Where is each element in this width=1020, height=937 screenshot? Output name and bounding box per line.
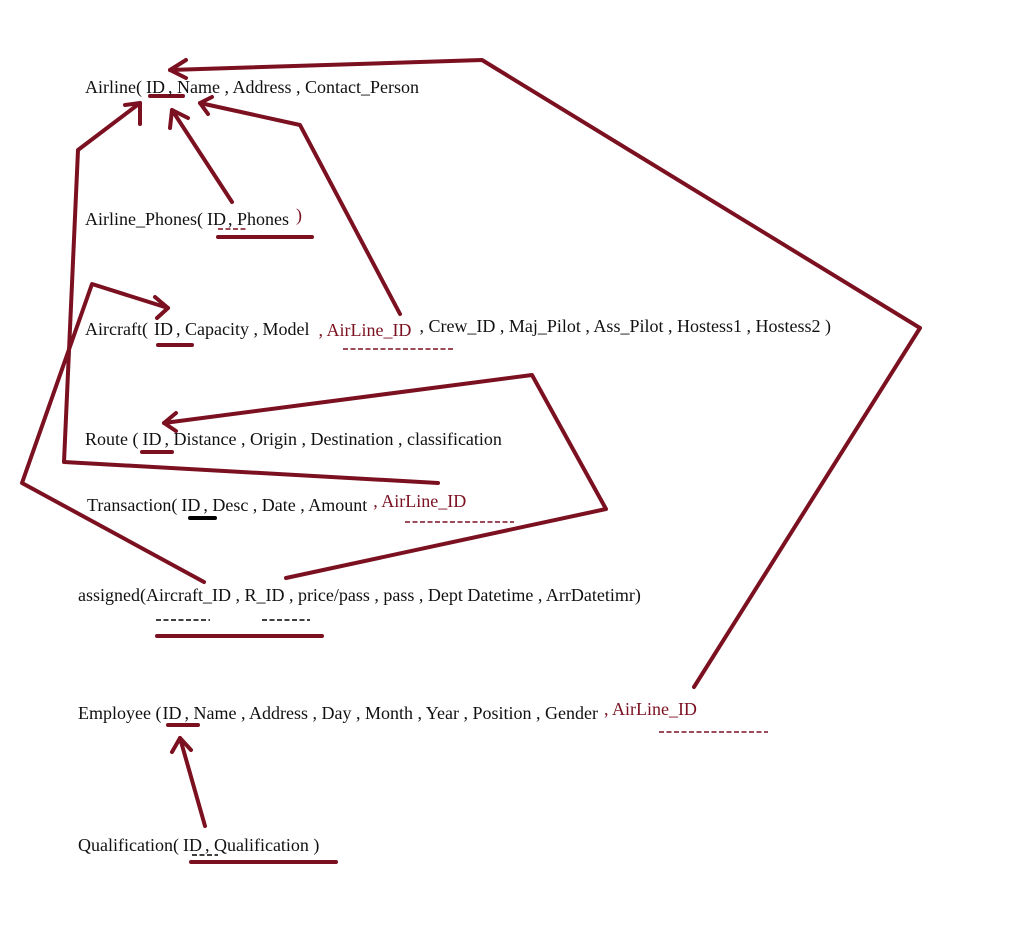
aircraft-open: Aircraft( — [85, 319, 148, 339]
route-attributes: , Distance , Origin , Destination , clas… — [164, 429, 502, 449]
airline-attributes: , Name , Address , Contact_Person — [167, 77, 419, 97]
airline-pk: ID — [145, 77, 165, 97]
relation-transaction: Transaction(ID, Desc , Date , Amount, Ai… — [87, 491, 467, 516]
relation-airline-phones: Airline_Phones(ID, Phones) — [85, 205, 302, 230]
arrowhead-qualification-to-employee — [170, 736, 193, 754]
relation-airline: Airline(ID, Name , Address , Contact_Per… — [85, 76, 419, 98]
qualification-attributes: , Qualification ) — [204, 835, 320, 855]
arrowhead-phones-to-airline — [168, 108, 190, 130]
arrow-transaction-to-airline — [62, 101, 440, 485]
arrow-employee-to-airline — [168, 58, 922, 689]
airline-open: Airline( — [85, 77, 142, 97]
employee-attributes: , Name , Address , Day , Month , Year , … — [184, 703, 598, 723]
relation-aircraft: Aircraft(ID, Capacity , Model , AirLine_I… — [85, 316, 831, 340]
relation-employee: Employee (ID, Name , Address , Day , Mon… — [78, 699, 697, 724]
relation-qualification: Qualification(ID, Qualification ) — [78, 834, 319, 856]
route-open: Route ( — [85, 429, 139, 449]
employee-fk-airline-id: , AirLine_ID — [603, 699, 697, 719]
arrowhead-aircraft-to-airline — [198, 95, 214, 116]
aircraft-pk: ID — [153, 319, 173, 339]
arrow-phones-to-airline — [170, 108, 234, 204]
arrow-qualification-to-employee — [178, 736, 207, 828]
phones-attributes: , Phones — [227, 209, 289, 229]
aircraft-attributes-1: , Capacity , Model — [175, 319, 310, 339]
aircraft-fk-airline-id: , AirLine_ID — [318, 320, 412, 340]
relation-assigned: assigned(Aircraft_ID , R_ID , price/pass… — [78, 584, 641, 606]
arrowhead-transaction-to-airline — [123, 101, 142, 126]
phones-pk: ID — [206, 209, 226, 229]
assigned-text: assigned(Aircraft_ID , R_ID , price/pass… — [78, 585, 641, 605]
arrow-assigned-to-route — [162, 373, 608, 580]
arrow-aircraft-to-airline — [198, 101, 402, 316]
phones-close: ) — [296, 205, 302, 225]
relation-route: Route (ID, Distance , Origin , Destinati… — [85, 428, 502, 450]
arrowhead-assigned-to-route — [162, 411, 178, 433]
aircraft-attributes-2: , Crew_ID , Maj_Pilot , Ass_Pilot , Host… — [419, 316, 831, 336]
qualification-open: Qualification( — [78, 835, 179, 855]
phones-open: Airline_Phones( — [85, 209, 203, 229]
arrow-assigned-to-aircraft — [20, 282, 206, 584]
route-pk: ID — [142, 429, 162, 449]
employee-pk: ID — [162, 703, 182, 723]
arrowhead-assigned-to-aircraft — [153, 295, 170, 320]
transaction-attributes: , Desc , Date , Amount — [203, 495, 368, 515]
qualification-pk: ID — [182, 835, 202, 855]
transaction-pk: ID — [181, 495, 201, 515]
transaction-fk-airline-id: , AirLine_ID — [373, 491, 467, 511]
arrowhead-employee-to-airline — [168, 58, 188, 80]
transaction-open: Transaction( — [87, 495, 178, 515]
employee-open: Employee ( — [78, 703, 162, 723]
